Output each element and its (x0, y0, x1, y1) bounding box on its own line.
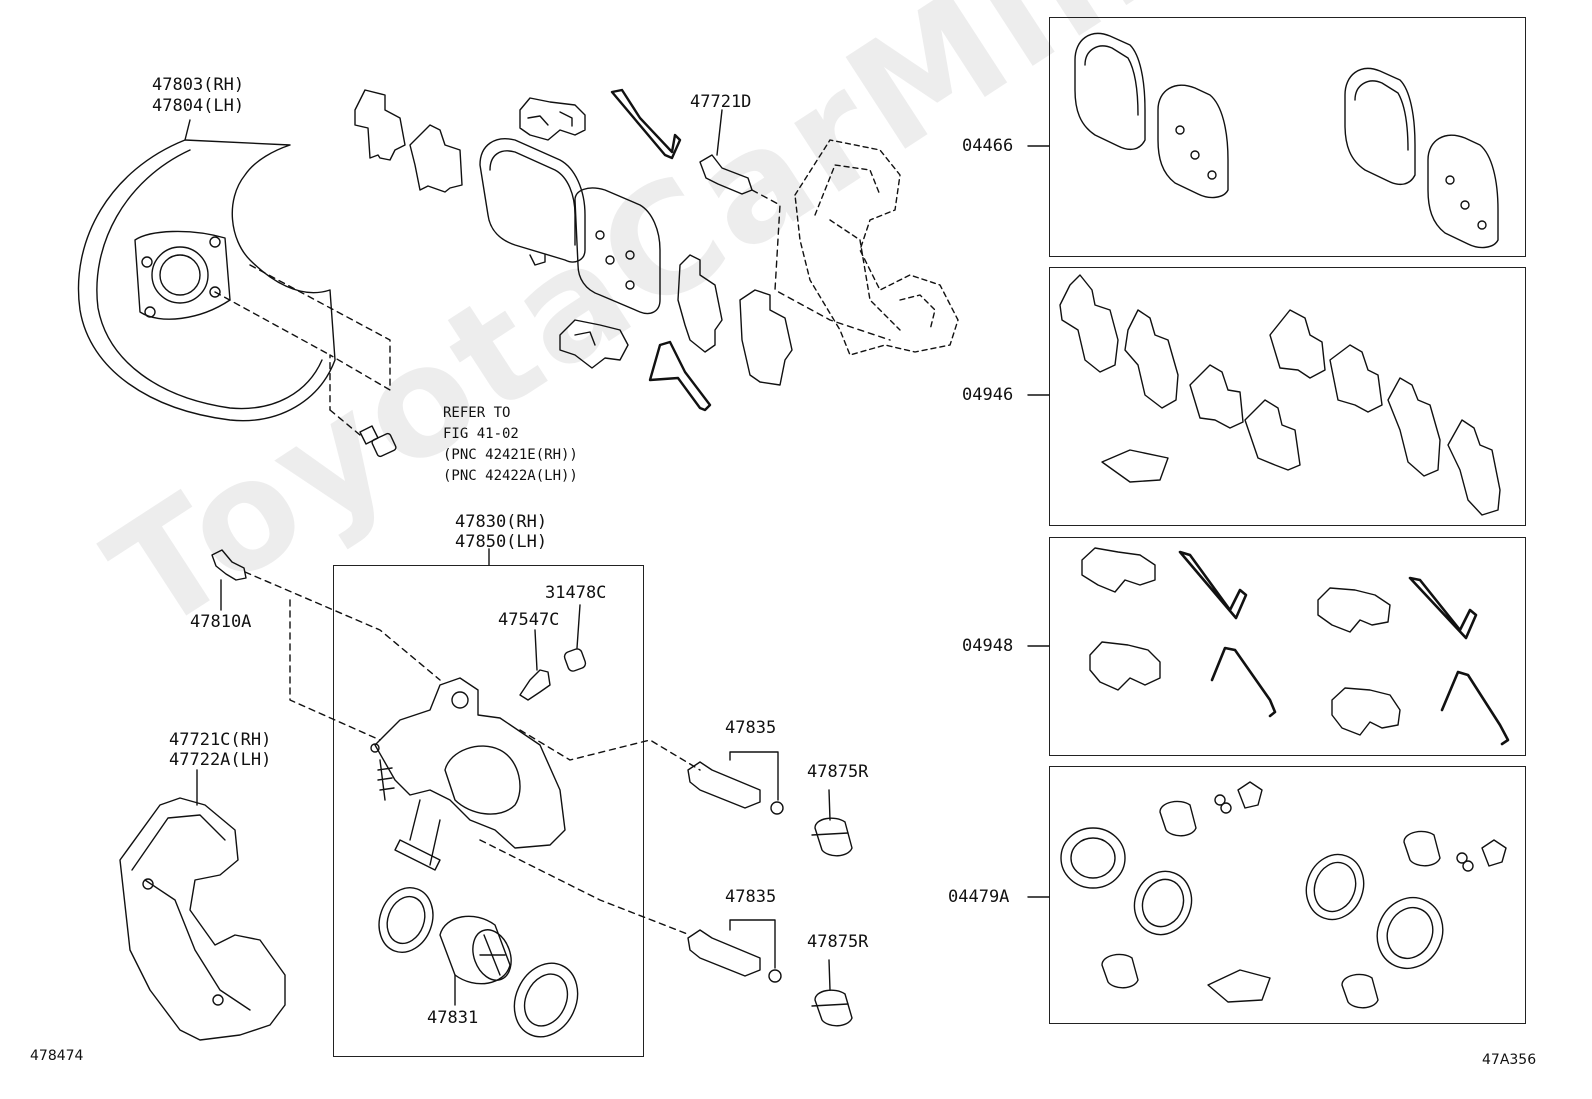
note-pnc-rh: (PNC 42421E(RH)) (443, 447, 578, 463)
label-47831: 47831 (427, 1008, 479, 1028)
pad-upper (479, 138, 661, 315)
figure-id-left: 478474 (30, 1048, 84, 1064)
slide-pin-top (687, 751, 784, 815)
label-47835-bottom: 47835 (725, 887, 777, 907)
label-47835-top: 47835 (725, 718, 777, 738)
kit-04948-springs (1178, 550, 1510, 746)
shield-bolt-drawing (359, 425, 397, 458)
label-04466: 04466 (962, 136, 1014, 156)
label-47810a: 47810A (190, 612, 252, 632)
label-47804: 47804(LH) (152, 96, 245, 116)
label-47722a: 47722A(LH) (169, 750, 272, 770)
shim-upper-left (354, 89, 463, 193)
slide-pin-bottom (687, 919, 782, 983)
note-pnc-lh: (PNC 42422A(LH)) (443, 468, 578, 484)
caliper-body-drawing (370, 677, 566, 871)
label-04479a: 04479A (948, 887, 1010, 907)
mounting-bolt-47721d (699, 109, 753, 195)
note-fig: FIG 41-02 (443, 426, 519, 442)
bolt-47810a-drawing (211, 549, 247, 611)
kit-04948-clips (1081, 547, 1401, 736)
label-47547c: 47547C (498, 610, 560, 630)
note-refer: REFER TO (443, 405, 511, 421)
caliper-leaders (244, 571, 701, 936)
caliper-assembly-box (333, 565, 644, 1057)
piston-seal-drawing (378, 887, 434, 953)
label-47721d: 47721D (690, 92, 752, 112)
label-47721c: 47721C(RH) (169, 730, 272, 750)
shield-bolt-leaders (214, 264, 391, 436)
kit-box-04466 (1049, 17, 1526, 257)
clip-upper (519, 97, 586, 141)
label-04948: 04948 (962, 636, 1014, 656)
piston-47831-drawing (439, 915, 512, 1006)
label-47850: 47850(LH) (455, 532, 548, 552)
boot-47875r-bottom (811, 959, 853, 1027)
dust-shield-drawing (77, 119, 336, 422)
label-47875r-top: 47875R (807, 762, 869, 782)
label-04946: 04946 (962, 385, 1014, 405)
cap-31478c (563, 604, 587, 672)
shim-lower-pair (677, 254, 793, 386)
bolt-leader (751, 189, 891, 341)
label-31478c: 31478C (545, 583, 607, 603)
label-47875r-bottom: 47875R (807, 932, 869, 952)
kit-04946-shims (1059, 274, 1501, 516)
refer-note: REFER TO FIG 41-02 (PNC 42421E(RH)) (PNC… (443, 403, 578, 487)
kit-box-04479a (1049, 766, 1526, 1024)
caliper-bracket-drawing (119, 769, 286, 1041)
anti-rattle-spring (610, 88, 712, 412)
kit-box-04948 (1049, 537, 1526, 756)
boot-47875r-top (811, 789, 853, 857)
label-47803: 47803(RH) (152, 75, 245, 95)
figure-id-right: 47A356 (1482, 1052, 1537, 1068)
label-47830: 47830(RH) (455, 512, 548, 532)
boot-drawing (513, 962, 579, 1038)
kit-04479a-seals (1060, 781, 1507, 1009)
bleeder-47547c (519, 629, 551, 701)
kit-box-04946 (1049, 267, 1526, 526)
kit-04466-pads (1074, 32, 1499, 249)
torque-plate-dashed (794, 139, 959, 356)
clip-lower (559, 319, 629, 369)
